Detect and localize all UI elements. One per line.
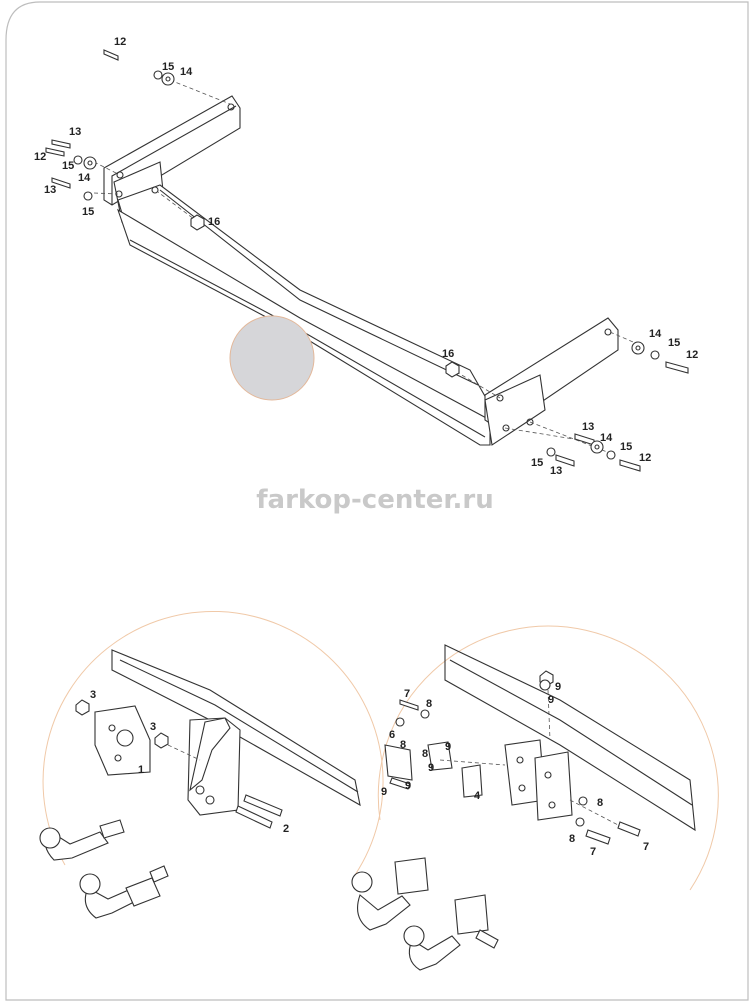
gray-disc xyxy=(229,315,315,401)
callout-label: 8 xyxy=(569,833,575,845)
callout-label: 7 xyxy=(590,846,596,858)
callout-label: 9 xyxy=(381,786,387,798)
callout-label: 15 xyxy=(162,61,174,73)
callout-label: 3 xyxy=(150,721,156,733)
page-frame xyxy=(5,1,749,1001)
callout-label: 3 xyxy=(90,689,96,701)
left-detail-callouts: 3 3 1 2 xyxy=(90,689,289,835)
callout-label: 15 xyxy=(82,206,94,218)
callout-label: 8 xyxy=(597,797,603,809)
callout-label: 9 xyxy=(405,780,411,792)
callout-label: 15 xyxy=(668,337,680,349)
callout-label: 13 xyxy=(582,421,594,433)
callout-label: 9 xyxy=(428,762,434,774)
callout-label: 14 xyxy=(180,66,193,78)
callout-label: 12 xyxy=(686,349,698,361)
callout-label: 9 xyxy=(548,694,554,706)
callout-label: 15 xyxy=(62,160,74,172)
callout-label: 16 xyxy=(208,216,220,228)
fastener-hardware xyxy=(45,49,689,472)
callout-label: 2 xyxy=(283,823,289,835)
callout-label: 9 xyxy=(445,741,451,753)
callout-label: 12 xyxy=(114,36,126,48)
callout-label: 7 xyxy=(404,688,410,700)
callout-label: 14 xyxy=(649,328,662,340)
callout-label: 13 xyxy=(44,184,56,196)
callout-label: 15 xyxy=(531,457,543,469)
left-detail-view xyxy=(39,610,384,919)
callout-label: 13 xyxy=(550,465,562,477)
callout-label: 1 xyxy=(138,764,144,776)
callout-label: 12 xyxy=(639,452,651,464)
callout-label: 15 xyxy=(620,441,632,453)
callout-label: 7 xyxy=(643,841,649,853)
watermark-text: farkop-center.ru xyxy=(256,485,493,515)
callout-label: 4 xyxy=(474,790,481,802)
callout-label: 6 xyxy=(389,729,395,741)
crossbar-assembly xyxy=(93,79,641,456)
callout-label: 8 xyxy=(426,698,432,710)
top-callouts: 12 15 14 13 12 15 14 13 15 16 16 14 15 1… xyxy=(34,36,698,477)
callout-label: 8 xyxy=(400,739,406,751)
callout-label: 16 xyxy=(442,348,454,360)
callout-label: 9 xyxy=(555,681,561,693)
callout-label: 14 xyxy=(78,172,91,184)
right-detail-callouts: 9 9 7 8 6 8 8 9 9 9 9 4 8 8 7 7 xyxy=(381,681,649,858)
callout-label: 12 xyxy=(34,151,46,163)
callout-label: 14 xyxy=(600,432,613,444)
callout-label: 8 xyxy=(422,748,428,760)
callout-label: 13 xyxy=(69,126,81,138)
right-detail-view xyxy=(351,625,719,971)
